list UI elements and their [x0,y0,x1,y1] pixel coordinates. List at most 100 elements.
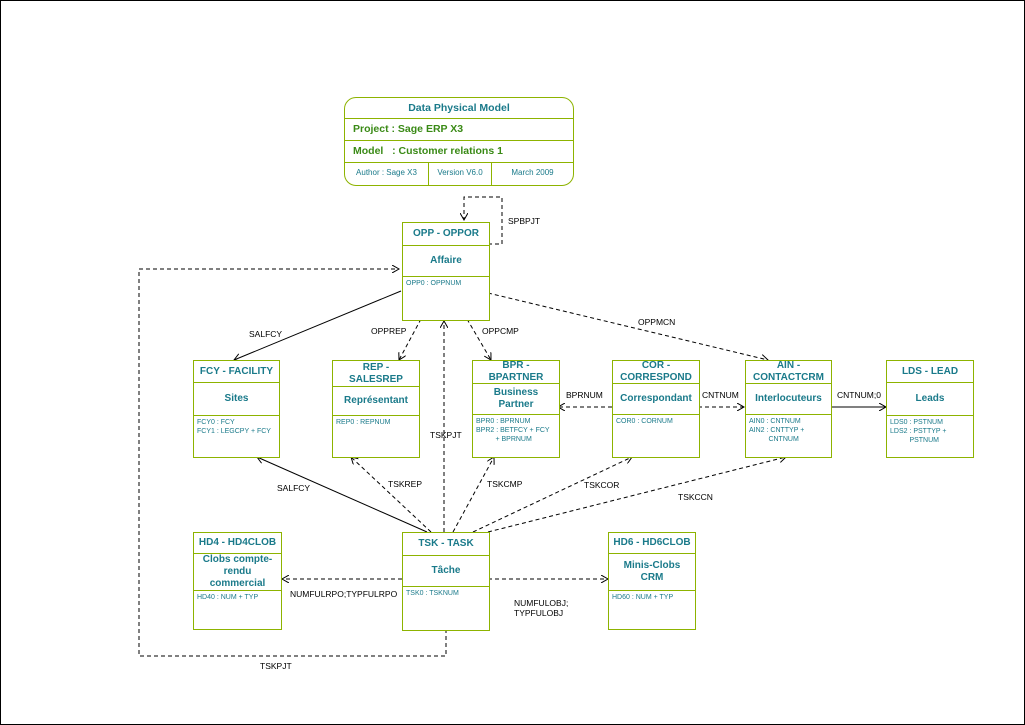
entity-ain-keys: AIN0 : CNTNUM AIN2 : CNTTYP + CNTNUM [746,415,831,444]
entity-ain[interactable]: AIN - CONTACTCRM Interlocuteurs AIN0 : C… [745,360,832,458]
entity-rep-name: REP - SALESREP [333,361,419,387]
link-label-spbpjt: SPBPJT [508,216,541,226]
author-cell: Author : Sage X3 [345,163,429,185]
project-name: Project : Sage ERP X3 [345,119,573,141]
entity-hd6-label: Minis-Clobs CRM [609,554,695,591]
key-line: TSK0 : TSKNUM [406,590,459,597]
entity-ain-name-text: AIN - CONTACTCRM [753,360,824,383]
entity-rep-name-text: REP - SALESREP [349,361,403,385]
link-salfcy-bottom [257,457,428,533]
entity-tsk-name: TSK - TASK [403,533,489,556]
link-tskccn [487,457,786,533]
entity-rep-keys: REP0 : REPNUM [333,416,419,427]
link-label-numfulobj: NUMFULOBJ; [514,598,569,608]
entity-lds-keys: LDS0 : PSTNUM LDS2 : PSTTYP + PSTNUM [887,416,973,445]
entity-fcy-label: Sites [194,383,279,416]
link-label-tskcor: TSKCOR [584,480,620,490]
entity-bpr-label: Business Partner [473,384,559,415]
link-label-typfulobj: TYPFULOBJ [514,608,564,618]
entity-hd6-label-text: Minis-Clobs CRM [623,560,681,583]
link-label-tskpjt-mid: TSKPJT [430,430,462,440]
entity-bpr[interactable]: BPR - BPARTNER Business Partner BPR0 : B… [472,360,560,458]
entity-opp[interactable]: OPP - OPPOR Affaire OPP0 : OPPNUM [402,222,490,321]
entity-opp-name: OPP - OPPOR [403,223,489,246]
link-label-tskcmp: TSKCMP [487,479,523,489]
key-line: FCY1 : LEGCPY + FCY [197,428,271,435]
link-label-bprnum: BPRNUM [566,390,603,400]
link-tskrep [351,457,432,533]
key-line: OPP0 : OPPNUM [406,280,462,287]
entity-hd4-label: Clobs compte-rendu commercial [194,554,281,591]
entity-hd4[interactable]: HD4 - HD4CLOB Clobs compte-rendu commerc… [193,532,282,630]
entity-cor-name: COR - CORRESPOND [613,360,699,384]
key-line: AIN2 : CNTTYP + [749,427,805,434]
entity-cor[interactable]: COR - CORRESPOND Correspondant COR0 : CO… [612,360,700,458]
key-line: HD40 : NUM + TYP [197,594,259,601]
link-tskcmp [452,457,494,533]
entity-tsk-label: Tâche [403,556,489,587]
entity-fcy-name: FCY - FACILITY [194,361,279,383]
entity-bpr-name-text: BPR - BPARTNER [488,360,544,383]
link-label-opprep: OPPREP [371,326,407,336]
entity-hd4-label-text: Clobs compte-rendu commercial [202,554,273,589]
entity-fcy[interactable]: FCY - FACILITY Sites FCY0 : FCY FCY1 : L… [193,360,280,458]
link-label-numfulrpo: NUMFULRPO;TYPFULRPO [290,589,398,599]
key-line: HD60 : NUM + TYP [612,594,674,601]
entity-ain-label: Interlocuteurs [746,384,831,415]
link-label-tskccn: TSKCCN [678,492,713,502]
key-line: LDS0 : PSTNUM [890,419,943,426]
link-oppmcn [487,292,768,360]
entity-rep-label: Représentant [333,387,419,416]
version-cell: Version V6.0 [429,163,492,185]
link-label-tskrep: TSKREP [388,479,423,489]
key-line: CNTNUM [749,436,799,443]
entity-cor-label: Correspondant [613,384,699,415]
link-tskpjt-bottom [138,269,447,657]
key-line: REP0 : REPNUM [336,419,391,426]
entity-rep[interactable]: REP - SALESREP Représentant REP0 : REPNU… [332,360,420,458]
link-label-cntnum: CNTNUM [702,390,739,400]
model-name: Model : Customer relations 1 [345,141,573,163]
link-tskcor [472,457,632,533]
link-spbpjt [464,196,503,245]
entity-ain-name: AIN - CONTACTCRM [746,360,831,384]
entity-hd6-name: HD6 - HD6CLOB [609,533,695,554]
link-oppcmp [466,318,491,360]
entity-hd4-keys: HD40 : NUM + TYP [194,591,281,602]
entity-tsk-keys: TSK0 : TSKNUM [403,587,489,598]
entity-hd6[interactable]: HD6 - HD6CLOB Minis-Clobs CRM HD60 : NUM… [608,532,696,630]
key-line: COR0 : CORNUM [616,418,673,425]
entity-hd6-keys: HD60 : NUM + TYP [609,591,695,602]
entity-lds[interactable]: LDS - LEAD Leads LDS0 : PSTNUM LDS2 : PS… [886,360,974,458]
entity-opp-label: Affaire [403,246,489,277]
entity-hd4-name: HD4 - HD4CLOB [194,533,281,554]
entity-tsk[interactable]: TSK - TASK Tâche TSK0 : TSKNUM [402,532,490,631]
key-line: PSTNUM [890,437,940,444]
entity-cor-keys: COR0 : CORNUM [613,415,699,426]
entity-opp-keys: OPP0 : OPPNUM [403,277,489,288]
link-salfcy-top [234,290,402,360]
link-label-oppcmp: OPPCMP [482,326,519,336]
link-label-tskpjt-bottom: TSKPJT [260,661,292,671]
entity-fcy-keys: FCY0 : FCY FCY1 : LEGCPY + FCY [194,416,279,436]
link-label-salfcy-top: SALFCY [249,329,283,339]
entity-lds-name: LDS - LEAD [887,361,973,383]
model-title-block: Data Physical Model Project : Sage ERP X… [344,97,574,186]
entity-bpr-label-text: Business Partner [493,387,539,410]
key-line: AIN0 : CNTNUM [749,418,801,425]
model-meta-row: Author : Sage X3 Version V6.0 March 2009 [345,163,573,185]
key-line: LDS2 : PSTTYP + [890,428,947,435]
entity-bpr-keys: BPR0 : BPRNUM BPR2 : BETFCY + FCY + BPRN… [473,415,559,444]
entity-cor-name-text: COR - CORRESPOND [620,360,692,383]
link-opprep [399,318,422,360]
key-line: + BPRNUM [476,436,532,443]
key-line: BPR0 : BPRNUM [476,418,531,425]
diagram-title: Data Physical Model [345,98,573,119]
link-label-salfcy-bottom: SALFCY [277,483,311,493]
entity-lds-label: Leads [887,383,973,416]
link-label-oppmcn: OPPMCN [638,317,676,327]
key-line: BPR2 : BETFCY + FCY [476,427,550,434]
key-line: FCY0 : FCY [197,419,235,426]
